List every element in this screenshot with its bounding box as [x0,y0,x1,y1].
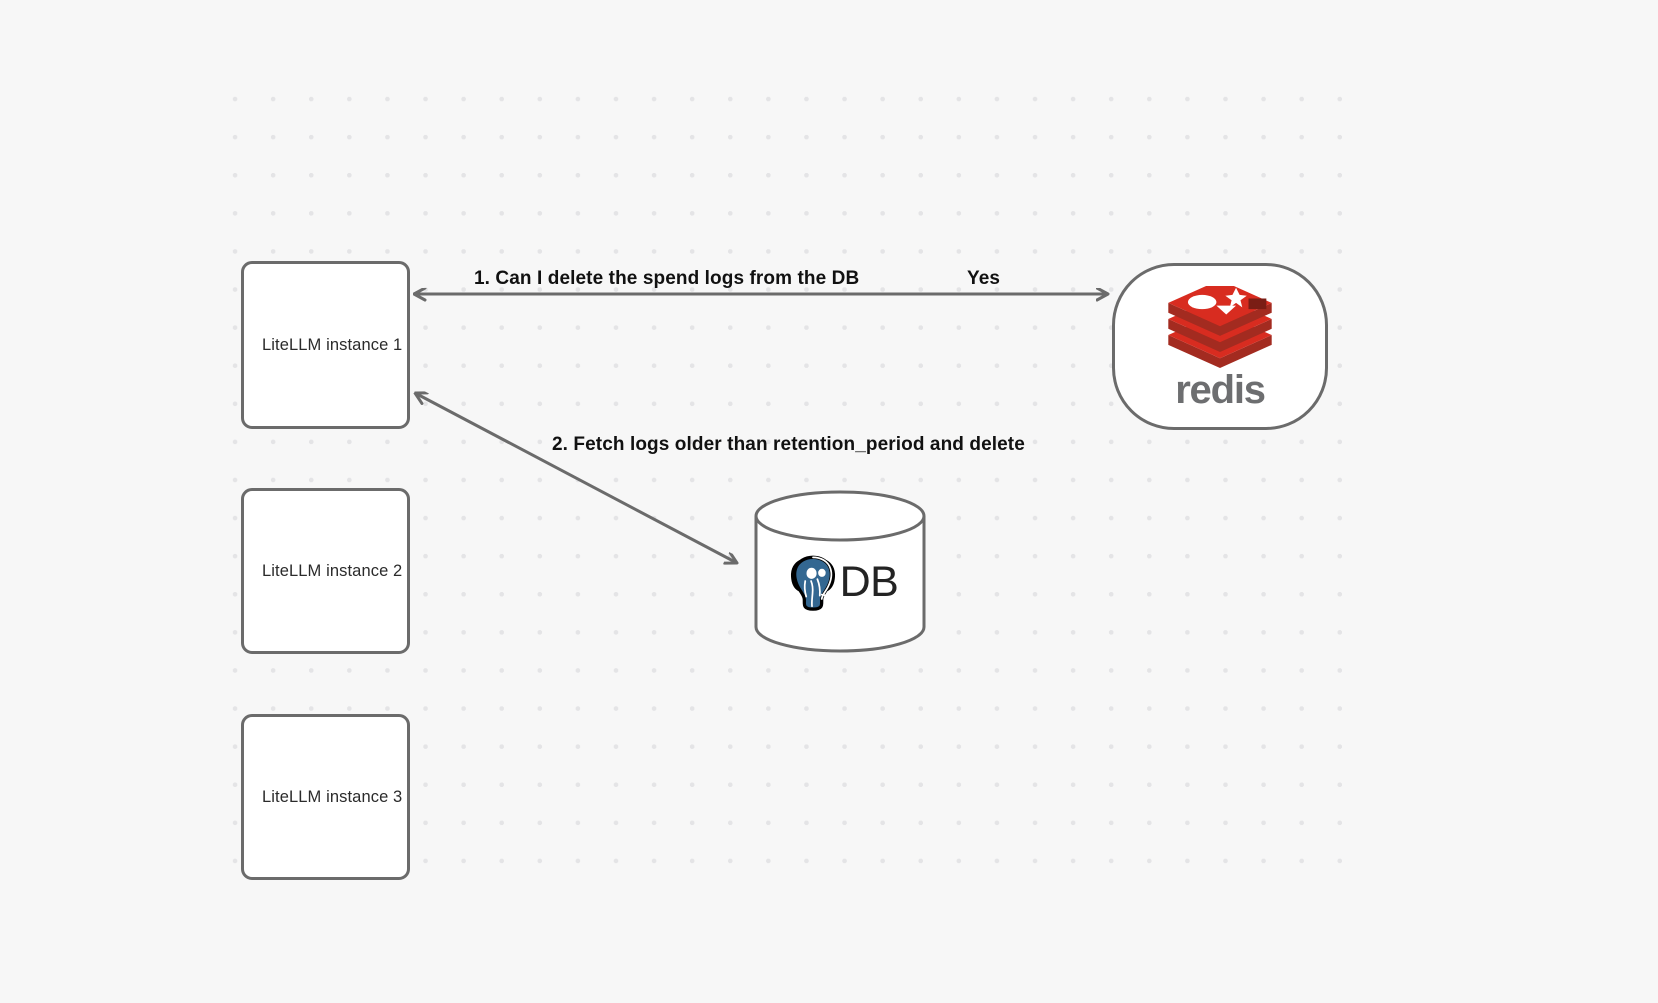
node-litellm-instance-3[interactable]: LiteLLM instance 3 [241,714,410,880]
redis-logo-icon [1168,285,1272,368]
db-content: DB [753,490,927,653]
edge-label-2: 2. Fetch logs older than retention_perio… [552,434,1025,455]
node-database[interactable]: DB [753,490,927,653]
edge-label-yes: Yes [967,268,1001,289]
edge-label-1: 1. Can I delete the spend logs from the … [474,268,860,289]
edge-llm1-db [415,393,737,563]
node-label: LiteLLM instance 3 [262,787,403,806]
redis-logo-group: redis [1166,285,1274,412]
cylinder-shape [754,490,926,653]
redis-wordmark: redis [1175,367,1266,412]
node-litellm-instance-2[interactable]: LiteLLM instance 2 [241,488,410,654]
node-label: LiteLLM instance 1 [262,335,403,354]
node-redis[interactable]: redis [1112,263,1328,430]
node-label: LiteLLM instance 2 [262,561,403,580]
node-litellm-instance-1[interactable]: LiteLLM instance 1 [241,261,410,429]
postgresql-elephant-icon [790,555,835,611]
db-label: DB [839,558,899,606]
